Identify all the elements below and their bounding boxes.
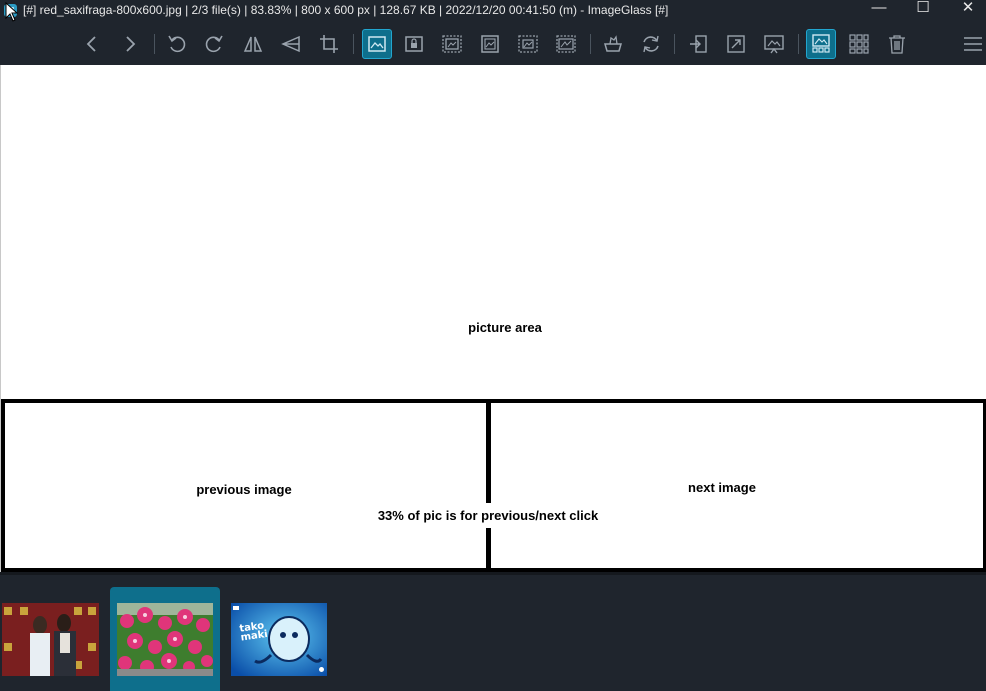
- next-image-icon: [126, 36, 136, 52]
- auto-zoom-icon: [368, 36, 386, 52]
- thumbnail-3-caption: tako maki: [238, 620, 269, 644]
- scale-to-width-button[interactable]: [437, 29, 467, 59]
- scale-to-fit-icon: [518, 35, 538, 53]
- checkerboard-button[interactable]: [844, 29, 874, 59]
- crop-button[interactable]: [314, 29, 344, 59]
- scale-to-height-button[interactable]: [475, 29, 505, 59]
- toolbar-separator: [674, 34, 675, 54]
- slideshow-button[interactable]: [759, 29, 789, 59]
- refresh-button[interactable]: [636, 29, 666, 59]
- toolbar-separator: [154, 34, 155, 54]
- toolbar-separator: [798, 34, 799, 54]
- previous-image-icon: [86, 36, 96, 52]
- thumbnail-1[interactable]: [2, 603, 99, 676]
- close-button[interactable]: ✕: [961, 0, 975, 16]
- thumbnail-2[interactable]: [117, 603, 213, 676]
- toolbar: [0, 22, 986, 65]
- thumbnail-bar-icon: [812, 34, 830, 53]
- picture-viewer[interactable]: picture area previous image next image 3…: [0, 65, 986, 572]
- thumbnail-bar-button[interactable]: [806, 29, 836, 59]
- title-bar: [#] red_saxifraga-800x600.jpg | 2/3 file…: [0, 0, 986, 22]
- lock-zoom-button[interactable]: [399, 29, 429, 59]
- rotate-right-icon: [205, 35, 223, 53]
- maximize-button[interactable]: ☐: [916, 0, 930, 16]
- open-with-icon: [604, 35, 622, 52]
- main-menu-icon: [964, 37, 982, 51]
- fullscreen-icon: [727, 35, 745, 53]
- goto-image-button[interactable]: [683, 29, 713, 59]
- slideshow-icon: [764, 35, 784, 54]
- thumbnail-3-image: [231, 603, 327, 676]
- delete-icon: [889, 35, 905, 54]
- next-image-click-zone[interactable]: [486, 399, 986, 572]
- fullscreen-button[interactable]: [721, 29, 751, 59]
- scale-to-width-icon: [442, 35, 462, 53]
- thumbnail-1-image: [2, 603, 99, 676]
- rotate-right-button[interactable]: [199, 29, 229, 59]
- checkerboard-icon: [849, 34, 869, 54]
- click-zone-note: 33% of pic is for previous/next click: [365, 503, 611, 528]
- next-image-button[interactable]: [115, 29, 145, 59]
- scale-to-fill-button[interactable]: [551, 29, 581, 59]
- thumbnail-bar: tako maki: [0, 572, 986, 691]
- toolbar-separator: [590, 34, 591, 54]
- flip-horizontal-button[interactable]: [238, 29, 268, 59]
- lock-zoom-icon: [405, 36, 423, 52]
- main-menu-button[interactable]: [958, 29, 986, 59]
- delete-button[interactable]: [882, 29, 912, 59]
- rotate-left-button[interactable]: [162, 29, 192, 59]
- thumbnail-3[interactable]: tako maki: [231, 603, 327, 676]
- previous-image-label: previous image: [196, 482, 292, 497]
- scale-to-fill-icon: [556, 35, 576, 53]
- flip-vertical-button[interactable]: [276, 29, 306, 59]
- minimize-button[interactable]: —: [871, 0, 887, 16]
- thumbnail-2-image: [117, 603, 213, 676]
- previous-image-button[interactable]: [77, 29, 107, 59]
- window-title: [#] red_saxifraga-800x600.jpg | 2/3 file…: [23, 3, 669, 17]
- scale-to-height-icon: [481, 35, 499, 53]
- crop-icon: [320, 35, 338, 53]
- refresh-icon: [643, 35, 659, 53]
- mouse-cursor-icon: [5, 2, 19, 22]
- next-image-label: next image: [688, 480, 756, 495]
- scale-to-fit-button[interactable]: [513, 29, 543, 59]
- rotate-left-icon: [168, 35, 186, 53]
- picture-area-label: picture area: [468, 320, 542, 335]
- flip-horizontal-icon: [243, 36, 263, 52]
- flip-vertical-icon: [281, 35, 300, 53]
- toolbar-separator: [353, 34, 354, 54]
- open-with-button[interactable]: [598, 29, 628, 59]
- auto-zoom-button[interactable]: [362, 29, 392, 59]
- goto-image-icon: [690, 35, 707, 53]
